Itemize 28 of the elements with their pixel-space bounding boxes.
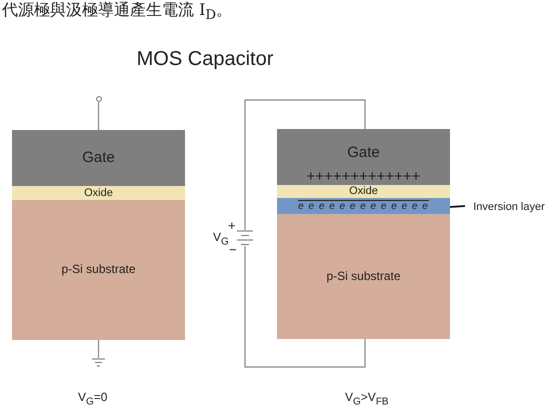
gate-layer <box>12 130 185 186</box>
title: MOS Capacitor <box>136 48 274 71</box>
layer-label: Oxide <box>349 185 378 198</box>
condition-label: V$_{G}$=0 <box>78 390 108 408</box>
substrate-layer <box>12 200 185 340</box>
caption-text: 代源極與汲極導通產生電流 I$_{D}$。 <box>2 0 232 24</box>
layer-label: p-Si substrate <box>326 270 401 284</box>
layer-label: Gate <box>347 145 380 162</box>
voltage-label: V$_{G}$ <box>213 230 229 248</box>
condition-label: V$_{G}$>V$_{FB}$ <box>345 390 389 408</box>
layer-label: Gate <box>82 150 115 166</box>
inversion-layer <box>277 198 450 214</box>
oxide-layer <box>277 185 450 198</box>
polarity-sign: − <box>229 242 237 257</box>
substrate-layer <box>277 214 450 339</box>
wire <box>98 102 100 130</box>
leader-line <box>450 205 466 208</box>
wire <box>244 246 366 368</box>
wire <box>98 340 100 358</box>
oxide-layer <box>12 186 185 200</box>
wire <box>244 99 366 230</box>
layer-label: p-Si substrate <box>61 263 136 277</box>
gate-layer <box>277 129 450 185</box>
layer-label: Oxide <box>84 186 113 200</box>
callout-label: Inversion layer <box>473 200 545 214</box>
polarity-sign: + <box>228 218 236 233</box>
electron-signs: e e e e e e e e e e e e e <box>298 200 429 212</box>
charge-signs: +++++++++++++ <box>306 168 420 185</box>
